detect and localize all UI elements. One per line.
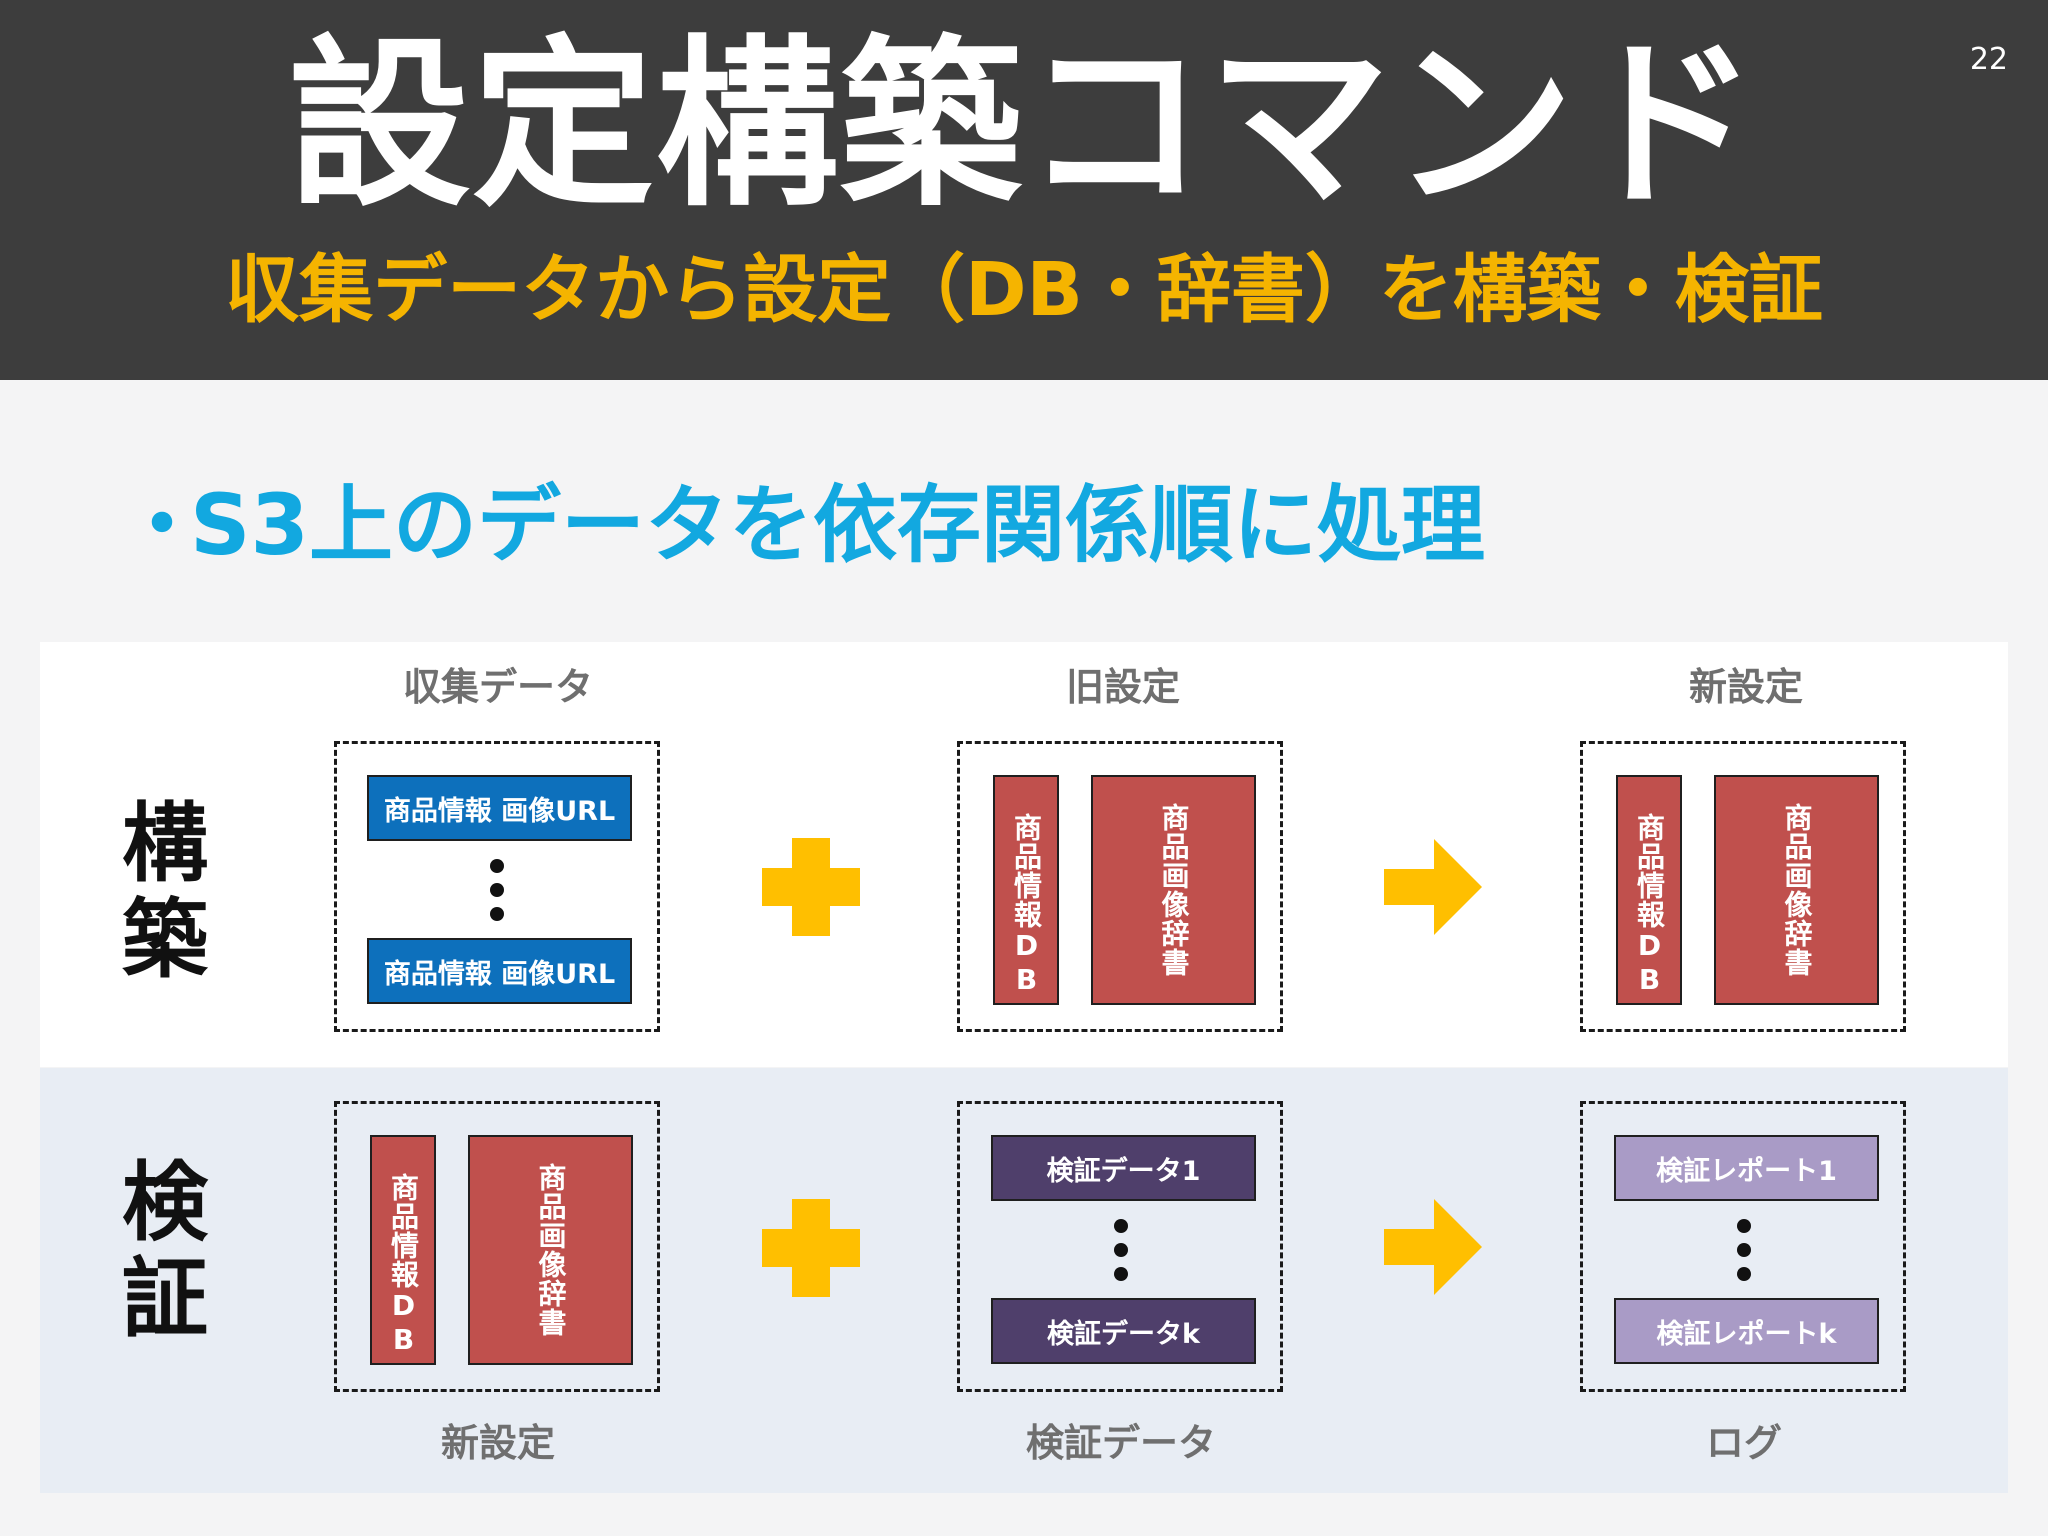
- product-image-dict-label: 商品画像辞書: [1780, 803, 1814, 977]
- product-info-db-label: 商品情報DB: [1010, 813, 1043, 997]
- bullet-marker: ・: [120, 476, 205, 574]
- product-image-dict-label: 商品画像辞書: [1157, 803, 1191, 977]
- product-info-db: 商品情報DB: [1616, 775, 1682, 1005]
- product-image-dict: 商品画像辞書: [468, 1135, 633, 1365]
- product-image-dict-label: 商品画像辞書: [534, 1163, 568, 1337]
- collected-data-header: 収集データ: [402, 665, 593, 709]
- new-config-header: 新設定: [1688, 665, 1803, 709]
- collected-item-last: 商品情報 画像URL: [367, 938, 632, 1004]
- log-footer: ログ: [1705, 1421, 1782, 1465]
- ellipsis-icon: [487, 854, 507, 926]
- new-config-box: 商品情報DB 商品画像辞書: [1580, 741, 1906, 1032]
- verify-data-footer: 検証データ: [1025, 1421, 1216, 1465]
- title-banner: 設定構築コマンド 収集データから設定（DB・辞書）を構築・検証 22: [0, 0, 2048, 380]
- slide-subtitle: 収集データから設定（DB・辞書）を構築・検証: [225, 247, 1823, 333]
- report-item-last: 検証レポートk: [1614, 1298, 1879, 1364]
- page-number: 22: [1969, 42, 2008, 77]
- verify-data-box: 検証データ1 検証データk: [957, 1101, 1283, 1392]
- report-item-first: 検証レポート1: [1614, 1135, 1879, 1201]
- slide-title: 設定構築コマンド: [288, 19, 1760, 231]
- product-info-db: 商品情報DB: [370, 1135, 436, 1365]
- product-info-db: 商品情報DB: [993, 775, 1059, 1005]
- build-row-label: 構築: [122, 794, 208, 990]
- bullet-point: ・S3上のデータを依存関係順に処理: [120, 470, 1485, 580]
- verify-row-label: 検証: [122, 1153, 208, 1349]
- ellipsis-icon: [1734, 1214, 1754, 1286]
- verify-data-item-last: 検証データk: [991, 1298, 1256, 1364]
- product-info-db-label: 商品情報DB: [387, 1173, 420, 1357]
- plus-icon: [762, 838, 860, 936]
- plus-icon: [762, 1199, 860, 1297]
- old-config-box: 商品情報DB 商品画像辞書: [957, 741, 1283, 1032]
- new-config-box: 商品情報DB 商品画像辞書: [334, 1101, 660, 1392]
- bullet-text: S3上のデータを依存関係順に処理: [190, 476, 1485, 574]
- product-image-dict: 商品画像辞書: [1091, 775, 1256, 1005]
- new-config-footer: 新設定: [440, 1421, 555, 1465]
- old-config-header: 旧設定: [1065, 665, 1180, 709]
- log-box: 検証レポート1 検証レポートk: [1580, 1101, 1906, 1392]
- product-info-db-label: 商品情報DB: [1633, 813, 1666, 997]
- collected-data-box: 商品情報 画像URL 商品情報 画像URL: [334, 741, 660, 1032]
- ellipsis-icon: [1111, 1214, 1131, 1286]
- verify-data-item-first: 検証データ1: [991, 1135, 1256, 1201]
- product-image-dict: 商品画像辞書: [1714, 775, 1879, 1005]
- collected-item-first: 商品情報 画像URL: [367, 775, 632, 841]
